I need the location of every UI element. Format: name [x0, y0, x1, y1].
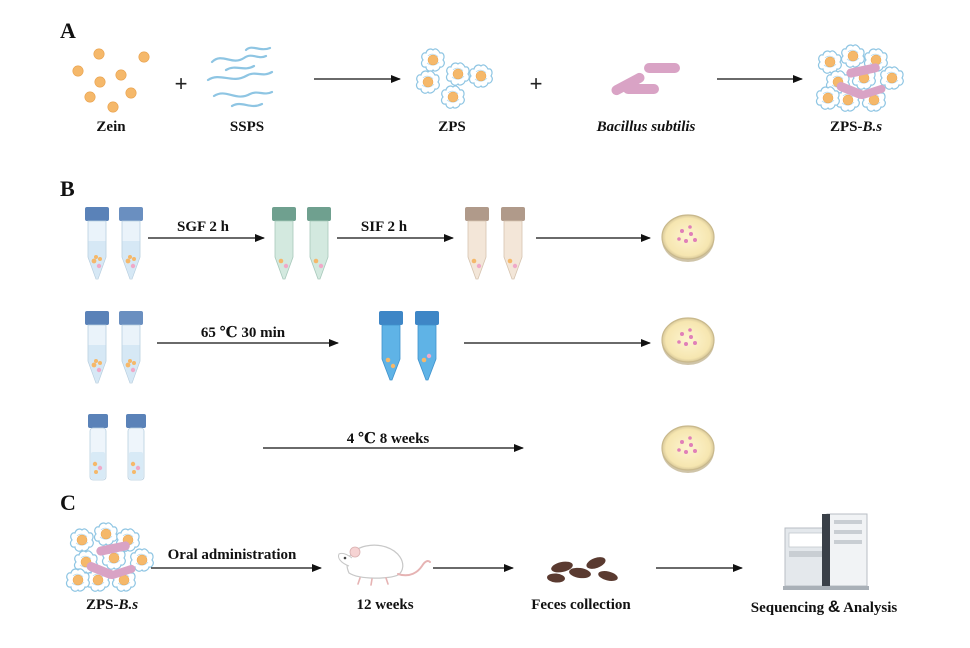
feces-pellets — [547, 557, 618, 583]
label-seq-a: Sequencing — [750, 600, 825, 616]
bacillus-rods — [609, 63, 680, 97]
label-sequencing-analysis: Sequencing & Analysis — [751, 597, 898, 617]
label-bacillus-subtilis: Bacillus subtilis — [596, 119, 696, 135]
label-zps-bs-c-prefix: ZPS- — [85, 597, 119, 613]
label-zps-bs: ZPS-B.s — [830, 119, 882, 136]
label-oral-administration: Oral administration — [167, 547, 297, 563]
sequencer-instrument — [783, 513, 869, 590]
tubes-b1-initial — [85, 207, 143, 280]
label-heat: 65 ℃ 30 min — [200, 325, 286, 341]
label-feces-collection: Feces collection — [531, 597, 631, 613]
label-storage: 4 ℃ 8 weeks — [346, 431, 430, 447]
label-zps-bs-prefix: ZPS- — [829, 119, 863, 135]
tubes-b3-storage — [88, 414, 146, 481]
panel-label-a: A — [60, 18, 76, 43]
tubes-b1-sgf — [272, 207, 331, 280]
label-zps-bs-c: ZPS-B.s — [86, 597, 138, 614]
label-sgf: SGF 2 h — [177, 219, 229, 235]
label-seq-amp: & — [827, 597, 841, 616]
label-zps-bs-c-italic: B.s — [118, 597, 139, 613]
plus-sign-1: + — [174, 71, 188, 96]
panel-label-c: C — [60, 490, 76, 515]
label-ssps: SSPS — [229, 119, 265, 135]
zps-bs-cluster-c — [65, 522, 154, 592]
petri-dish-b1 — [661, 214, 715, 263]
ssps-fibers — [206, 46, 274, 108]
petri-dish-b2 — [661, 317, 715, 366]
zps-bs-cluster — [815, 44, 904, 112]
panel-label-b: B — [60, 176, 75, 201]
tubes-b1-sif — [465, 207, 525, 280]
label-zein: Zein — [96, 119, 126, 135]
zps-particles — [415, 48, 493, 109]
label-seq-b: Analysis — [843, 600, 898, 616]
tubes-b2-initial — [85, 311, 143, 384]
plus-sign-2: + — [529, 71, 543, 96]
label-zps: ZPS — [438, 119, 466, 135]
petri-dish-b3 — [661, 425, 715, 474]
tubes-b2-heated — [379, 311, 439, 381]
label-12-weeks: 12 weeks — [356, 597, 414, 613]
label-zps-bs-italic: B.s — [862, 119, 883, 135]
zein-beads — [72, 48, 150, 113]
label-sif: SIF 2 h — [360, 219, 408, 235]
mouse — [338, 544, 431, 586]
